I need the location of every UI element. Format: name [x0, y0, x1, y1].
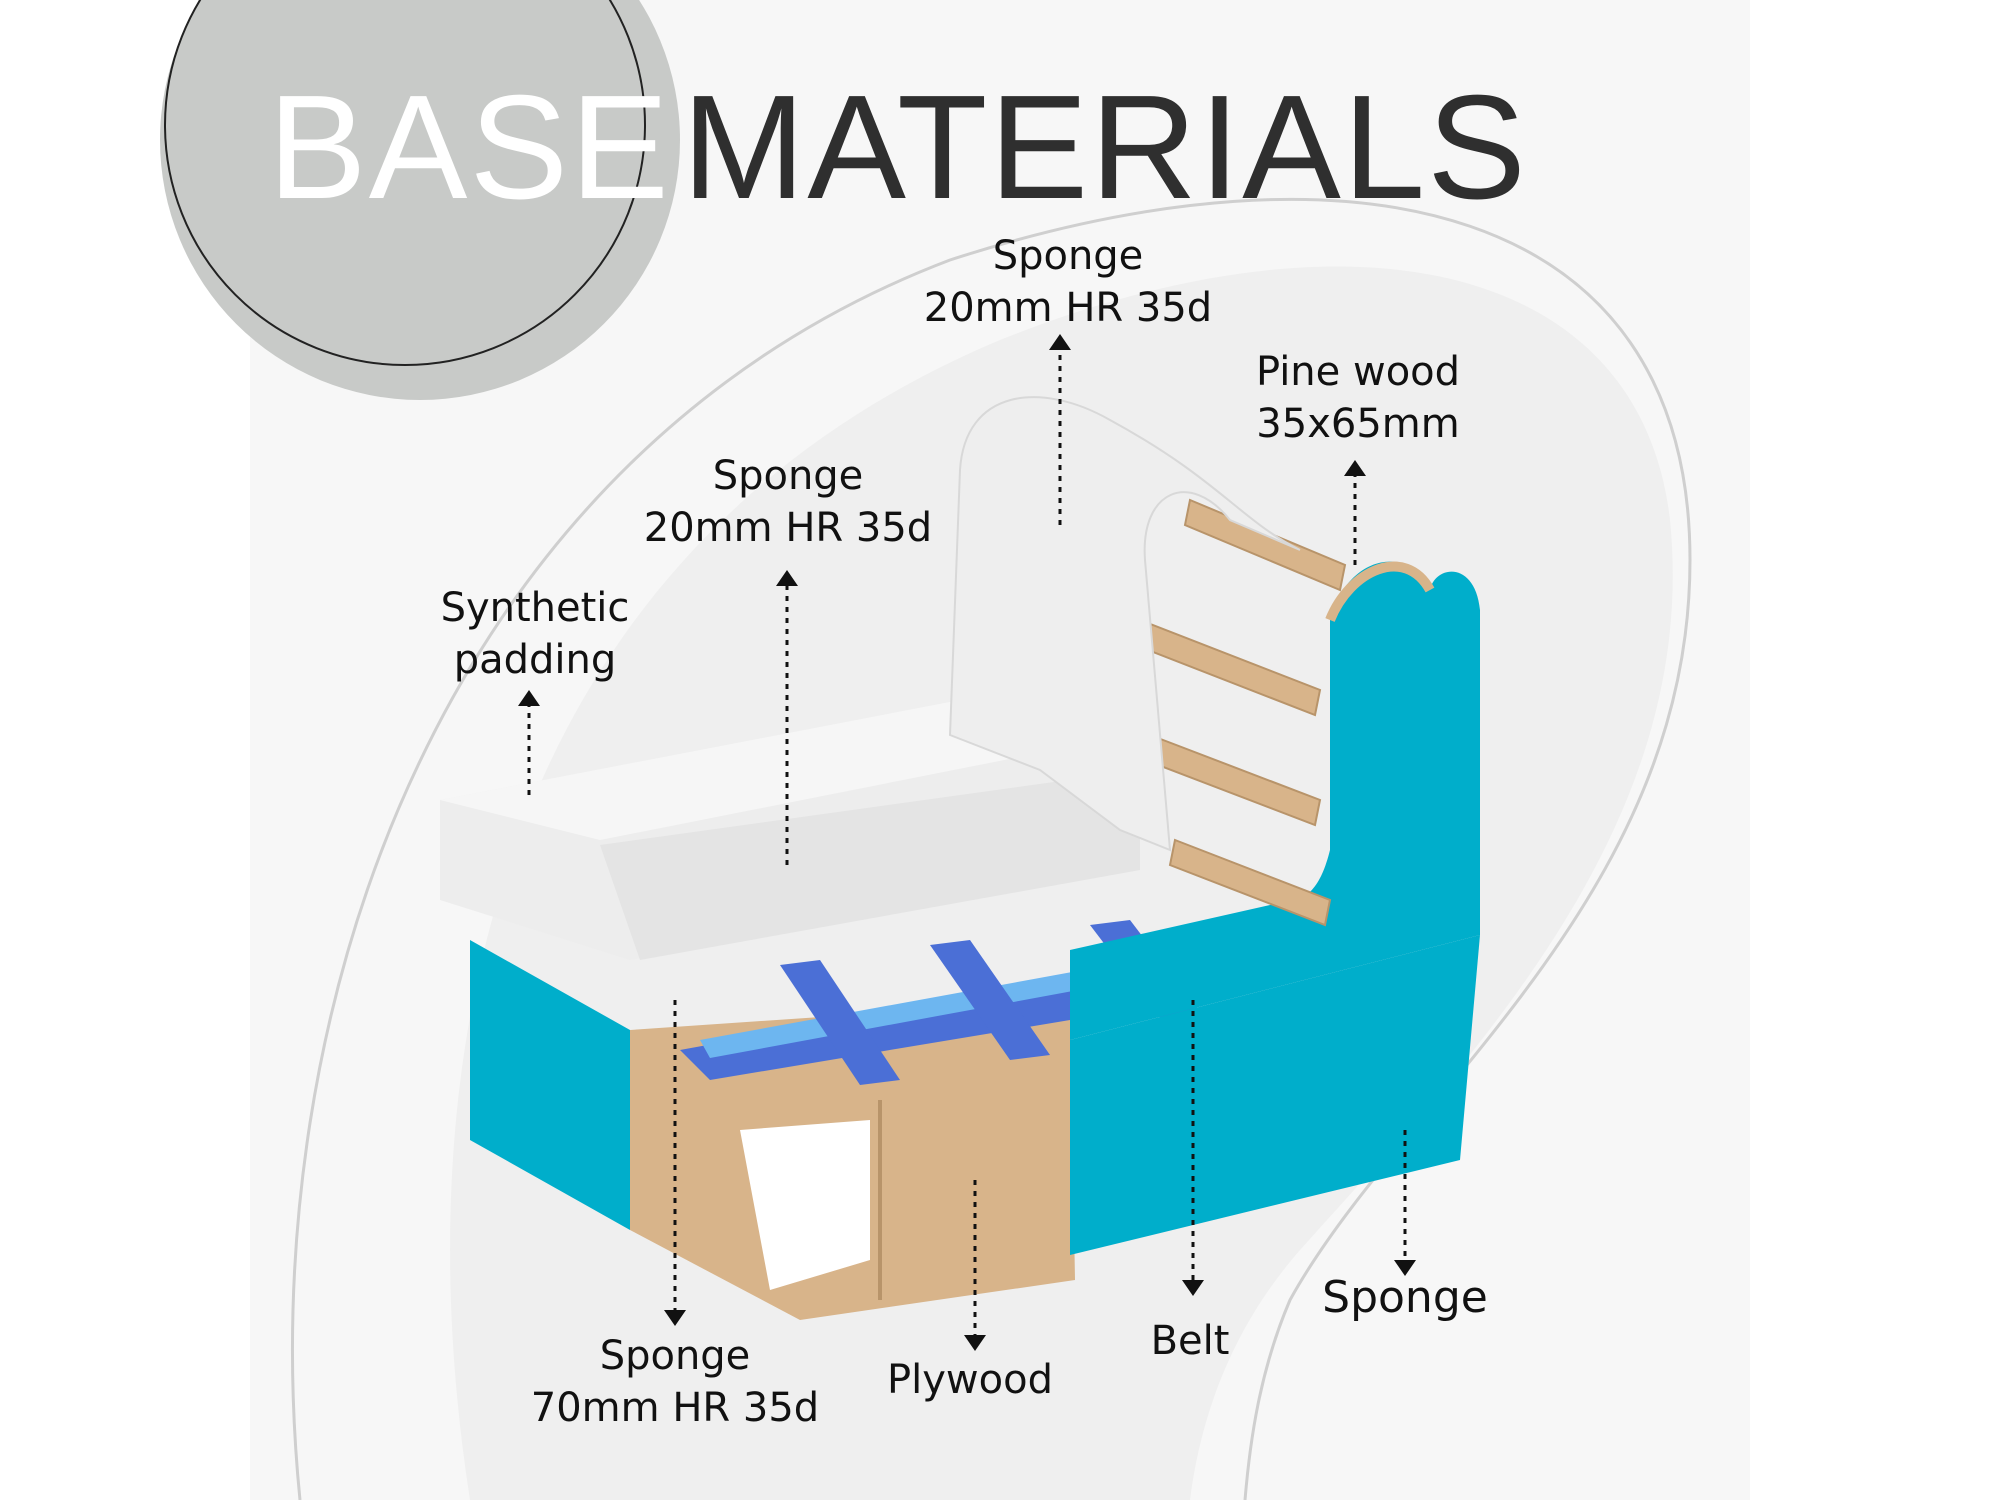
label-sponge-base-line1: Sponge [599, 1333, 751, 1379]
label-sponge-side-text: Sponge [1322, 1272, 1488, 1323]
label-sponge-back-line2: 20mm HR 35d [923, 285, 1213, 331]
title-base: BASE [268, 65, 671, 230]
label-sponge-back: Sponge 20mm HR 35d [888, 230, 1248, 334]
label-synthetic-padding-line2: padding [453, 637, 617, 683]
label-sponge-seat: Sponge 20mm HR 35d [608, 450, 968, 554]
background-curve [291, 197, 1692, 1500]
label-plywood-text: Plywood [887, 1357, 1053, 1403]
arm-sponge-roll [948, 396, 1301, 852]
seat-sponge-front [600, 770, 1140, 960]
arrowheads [518, 334, 1416, 1351]
label-pine-wood-line1: Pine wood [1255, 349, 1461, 395]
frame-opening [740, 1120, 870, 1290]
label-pine-wood: Pine wood 35x65mm [1178, 346, 1538, 450]
label-sponge-base-line2: 70mm HR 35d [530, 1385, 820, 1431]
title-circle [160, 0, 680, 400]
arm-top-edge [1325, 561, 1435, 622]
title-materials: MATERIALS [682, 65, 1528, 230]
teal-base-block [470, 940, 630, 1230]
pine-wood-slats [1133, 498, 1347, 927]
label-sponge-base: Sponge 70mm HR 35d [495, 1330, 855, 1434]
label-sponge-back-line1: Sponge [992, 233, 1144, 279]
teal-side-panel-lower [1070, 935, 1480, 1255]
label-belt-text: Belt [1150, 1318, 1230, 1364]
teal-side-panel [1070, 561, 1480, 1040]
label-sponge-side: Sponge [1225, 1272, 1585, 1324]
label-sponge-seat-line2: 20mm HR 35d [643, 505, 933, 551]
label-synthetic-padding-line1: Synthetic [440, 585, 630, 631]
seat-sponge-top [440, 700, 1080, 840]
label-sponge-seat-line1: Sponge [712, 453, 864, 499]
label-pine-wood-line2: 35x65mm [1256, 401, 1460, 447]
title-circle-outline [164, 0, 646, 366]
label-synthetic-padding: Synthetic padding [355, 582, 715, 686]
label-belt: Belt [1010, 1315, 1370, 1367]
leader-lines [527, 345, 1407, 1340]
label-plywood: Plywood [790, 1354, 1150, 1406]
